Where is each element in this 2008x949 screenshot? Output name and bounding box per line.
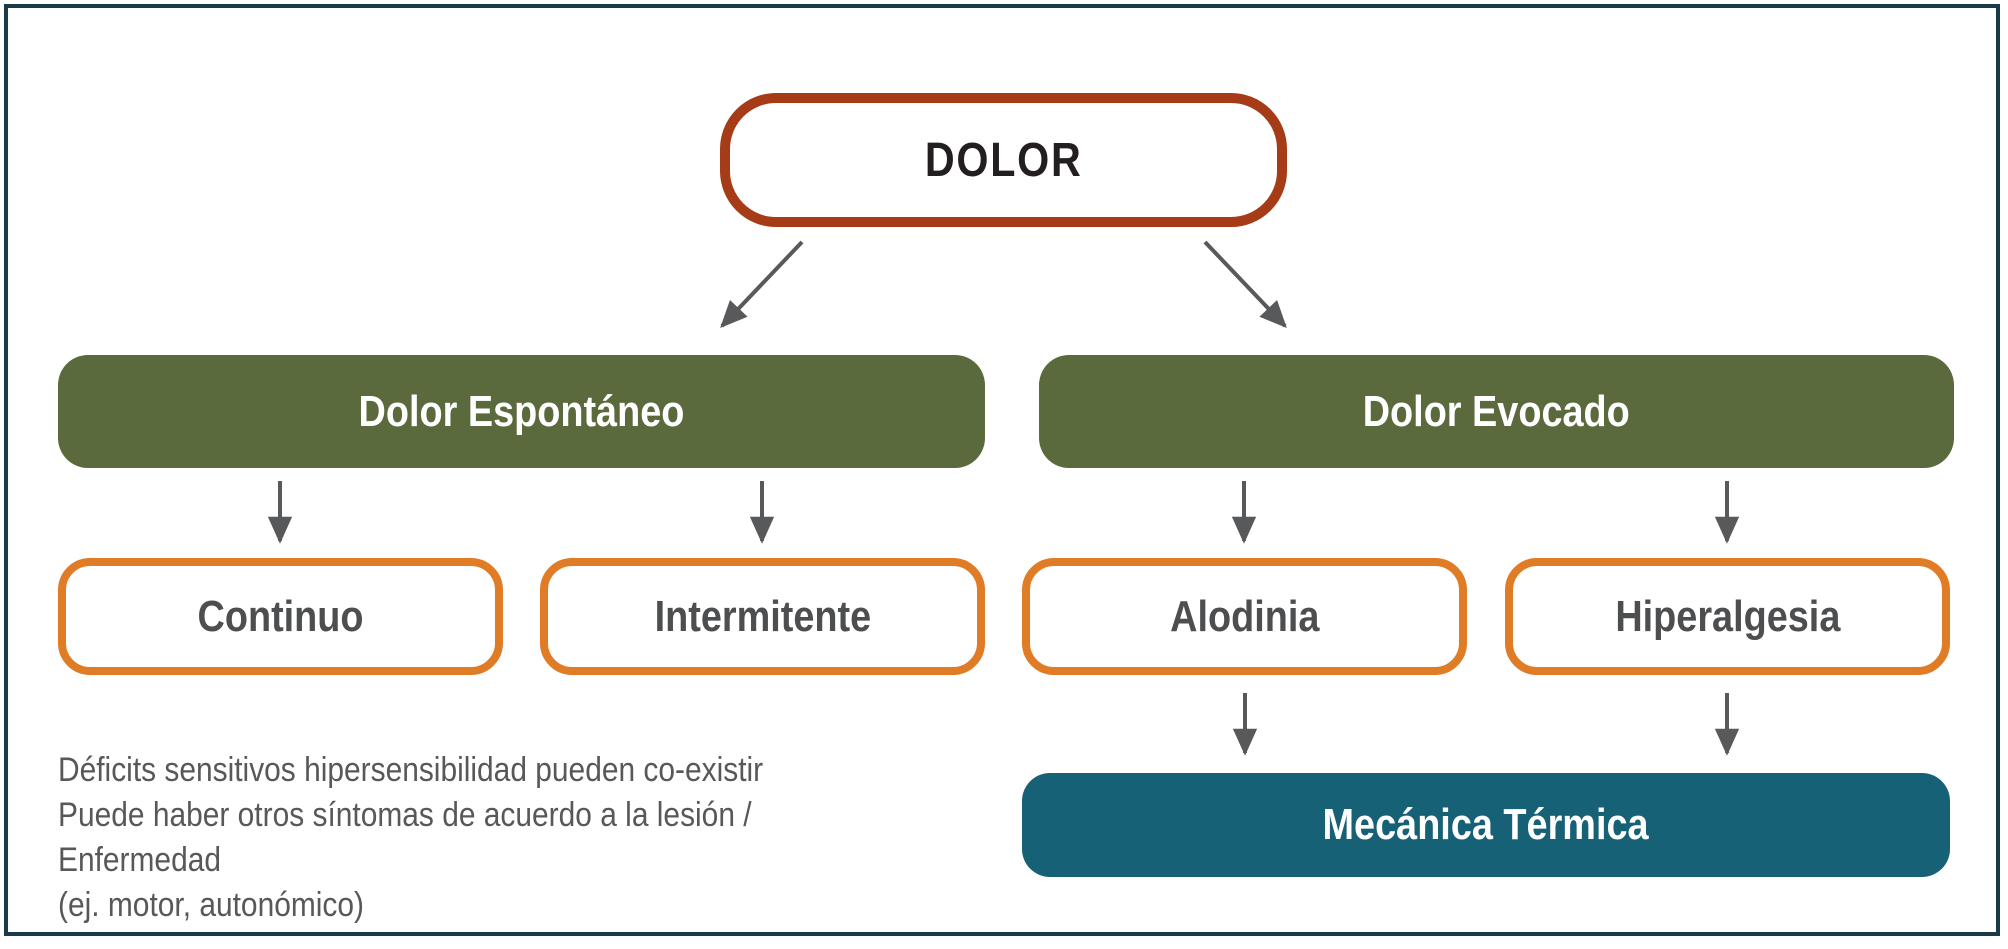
node-continuo: Continuo	[58, 558, 503, 675]
node-dolor-evocado: Dolor Evocado	[1039, 355, 1954, 468]
annotation-line-3: (ej. motor, autonómico)	[58, 886, 364, 924]
annotation-text: Déficits sensitivos hipersensibilidad pu…	[58, 748, 920, 928]
node-dolor-espontaneo: Dolor Espontáneo	[58, 355, 985, 468]
annotation-line-1: Déficits sensitivos hipersensibilidad pu…	[58, 751, 764, 789]
node-dolor-label: DOLOR	[924, 133, 1083, 187]
node-dolor-evocado-label: Dolor Evocado	[1362, 386, 1631, 436]
node-mecanica-termica-label: Mecánica Térmica	[1322, 800, 1650, 849]
arrow-dolor-to-evocado	[1203, 240, 1287, 328]
node-alodinia-label: Alodinia	[1169, 591, 1320, 641]
node-dolor: DOLOR	[720, 93, 1287, 227]
annotation-line-2: Puede haber otros síntomas de acuerdo a …	[58, 796, 752, 879]
node-intermitente: Intermitente	[540, 558, 985, 675]
node-alodinia: Alodinia	[1022, 558, 1467, 675]
node-intermitente-label: Intermitente	[654, 591, 871, 641]
node-hiperalgesia: Hiperalgesia	[1505, 558, 1950, 675]
node-hiperalgesia-label: Hiperalgesia	[1614, 591, 1841, 641]
node-dolor-espontaneo-label: Dolor Espontáneo	[358, 386, 685, 436]
node-continuo-label: Continuo	[197, 591, 364, 641]
node-mecanica-termica: Mecánica Térmica	[1022, 773, 1950, 877]
arrow-dolor-to-espontaneo	[720, 240, 804, 328]
